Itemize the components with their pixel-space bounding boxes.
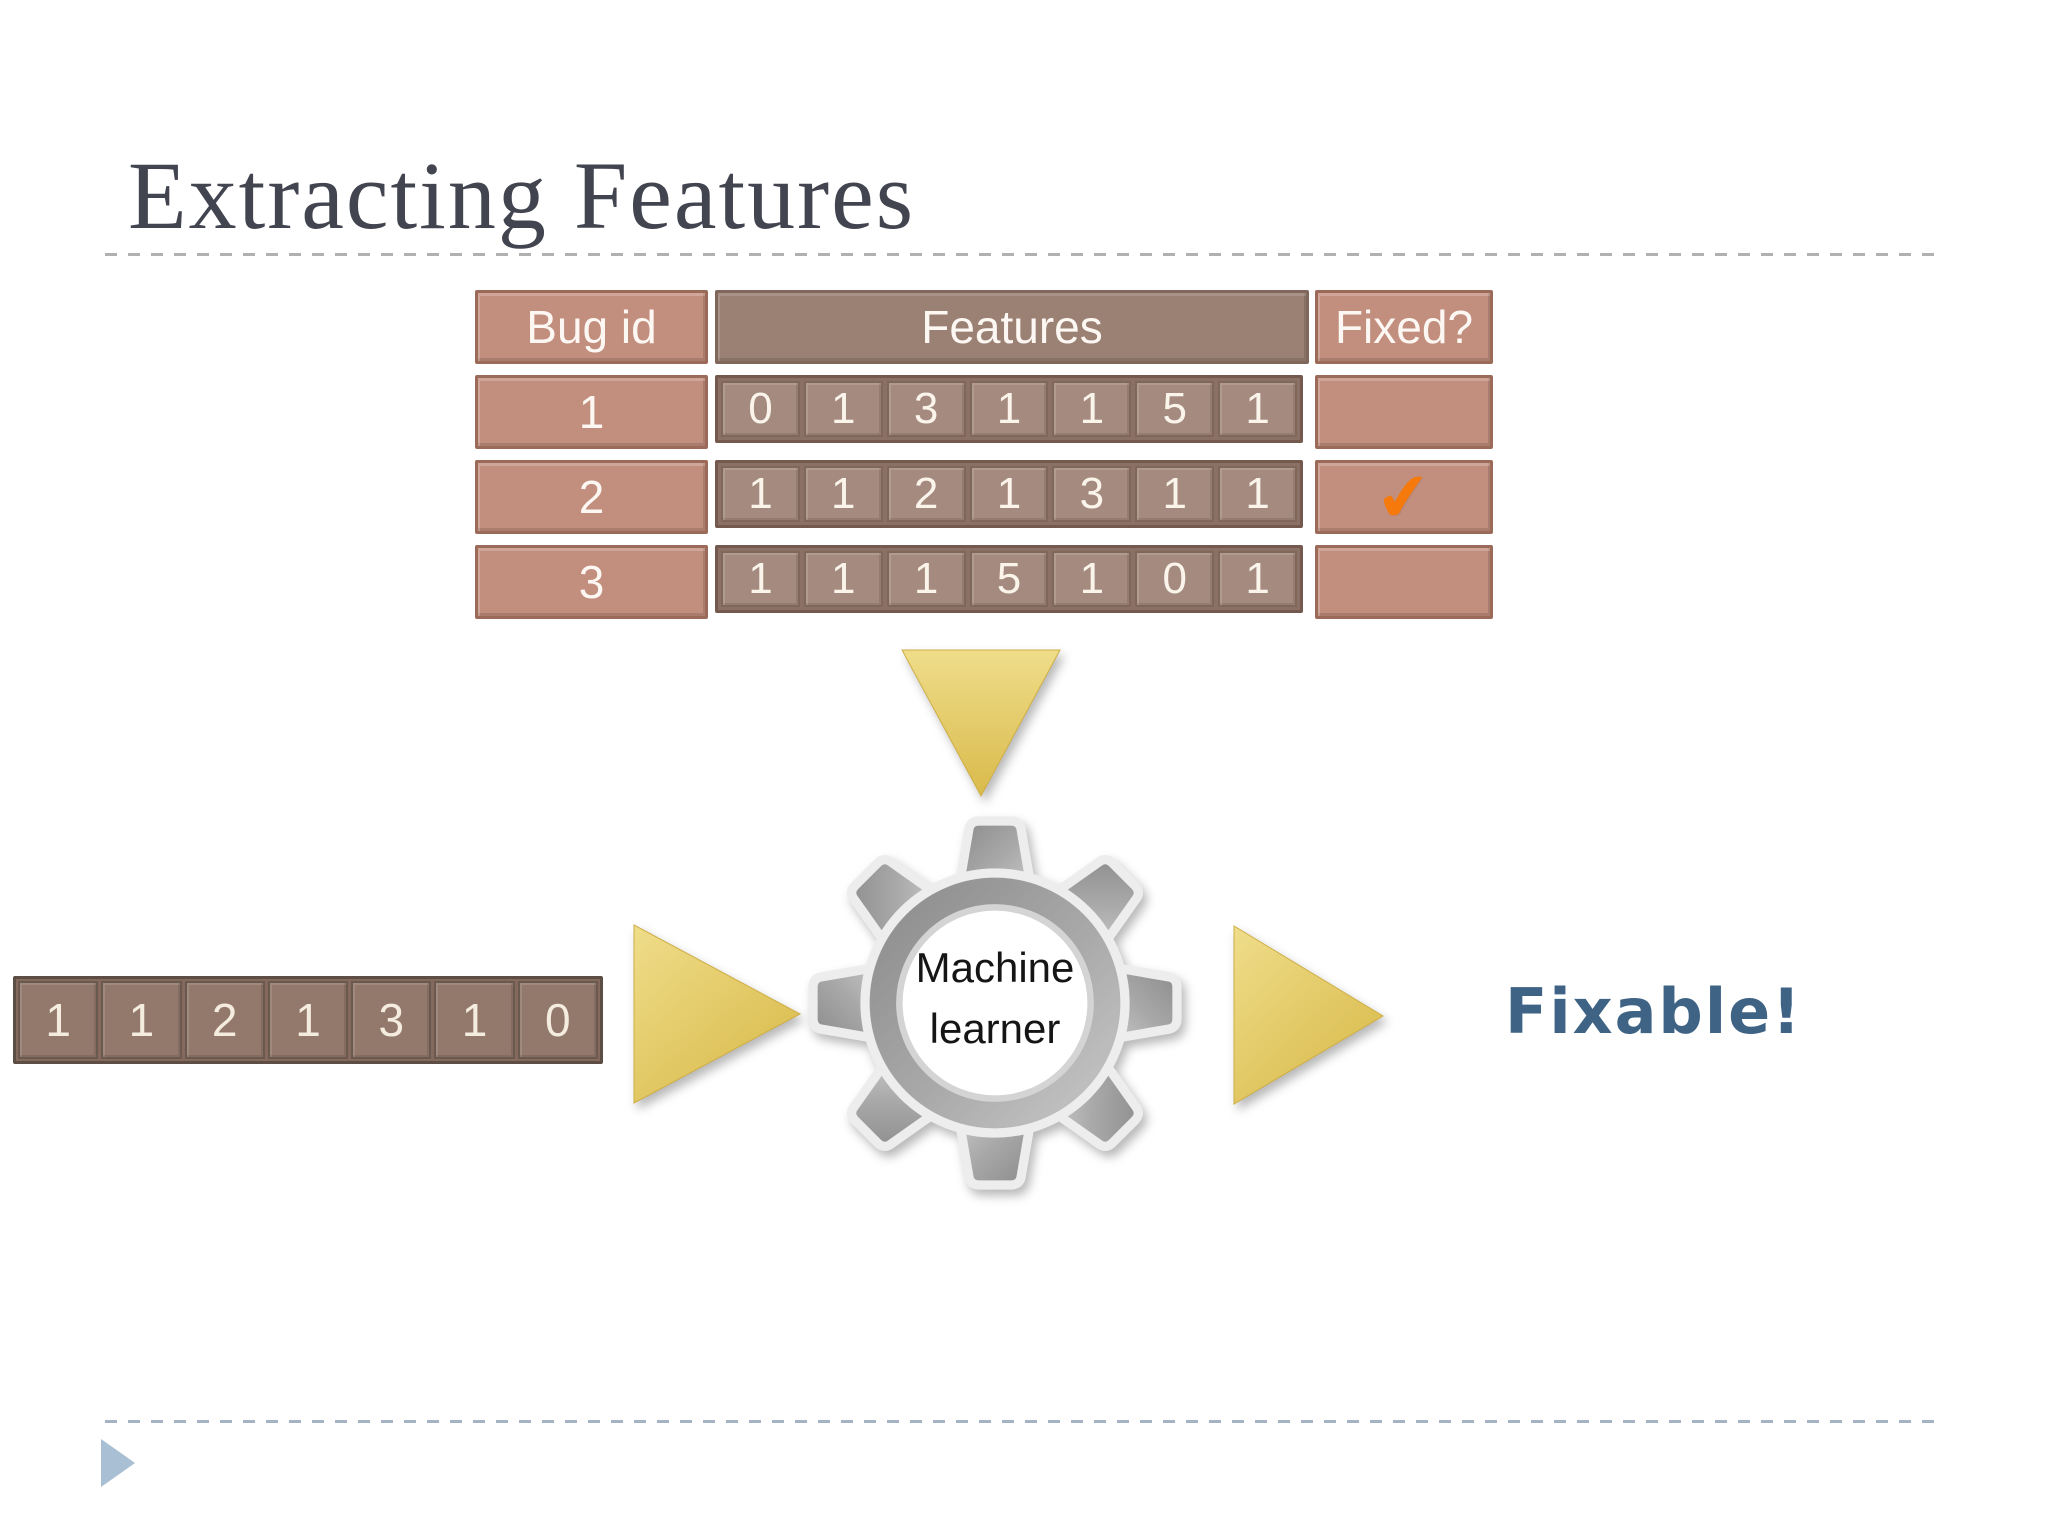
check-icon: ✔ [1372, 457, 1436, 537]
footer-bullet-icon [101, 1439, 135, 1487]
strip-cell: 1 [18, 981, 99, 1059]
bug-id-value: 2 [578, 471, 605, 523]
feature-cell: 1 [803, 551, 883, 607]
feature-cell: 1 [969, 381, 1049, 437]
fixed-cell [1315, 545, 1493, 619]
page-title: Extracting Features [128, 142, 916, 249]
bug-id-cell: 2 [475, 460, 708, 534]
title-separator [105, 253, 1945, 256]
feature-cell: 1 [1052, 551, 1132, 607]
table-header-features: Features [715, 290, 1309, 364]
feature-cell: 1 [803, 466, 883, 522]
down-arrow-icon [901, 649, 1061, 798]
feature-cell: 1 [803, 381, 883, 437]
gear-label-line2: learner [929, 1004, 1061, 1052]
strip-cell: 2 [184, 981, 265, 1059]
gear-label-line1: Machine [915, 944, 1075, 991]
bug-id-value: 1 [578, 386, 605, 438]
feature-row: 1 1 1 5 1 0 1 [715, 545, 1303, 613]
footer-separator [105, 1420, 1945, 1423]
strip-cell: 1 [267, 981, 349, 1059]
strip-cell: 1 [434, 981, 515, 1059]
gear-icon [800, 816, 1190, 1198]
header-label: Bug id [526, 301, 657, 353]
feature-row: 0 1 3 1 1 5 1 [715, 375, 1303, 443]
feature-cell: 3 [1052, 466, 1132, 522]
fixed-cell [1315, 375, 1493, 449]
table-header-fixed: Fixed? [1315, 290, 1493, 364]
feature-cell: 0 [1135, 551, 1215, 607]
fixed-cell: ✔ [1315, 457, 1493, 537]
feature-row: 1 1 2 1 3 1 1 [715, 460, 1303, 528]
fixable-label: Fixable! [1505, 975, 1803, 1048]
header-label: Fixed? [1334, 301, 1474, 353]
bug-id-value: 3 [578, 556, 605, 608]
feature-cell: 1 [886, 551, 966, 607]
feature-cell: 1 [721, 466, 800, 522]
feature-cell: 1 [1218, 381, 1298, 437]
bug-id-cell: 1 [475, 375, 708, 449]
feature-cell: 5 [1135, 381, 1215, 437]
strip-cell: 3 [351, 981, 432, 1059]
output-arrow-icon [1233, 925, 1384, 1105]
strip-cell: 0 [517, 981, 598, 1059]
strip-cell: 1 [101, 981, 182, 1059]
feature-cell: 1 [1218, 551, 1298, 607]
table-header-bug-id: Bug id [475, 290, 708, 364]
bug-id-cell: 3 [475, 545, 708, 619]
input-strip: 1 1 2 1 3 1 0 [13, 976, 603, 1064]
feature-cell: 1 [1218, 466, 1298, 522]
machine-learner-label: Machine learner [875, 938, 1115, 1060]
feature-cell: 1 [1052, 381, 1132, 437]
feature-cell: 1 [721, 551, 800, 607]
input-arrow-icon [633, 924, 802, 1104]
feature-cell: 1 [969, 466, 1049, 522]
header-label: Features [921, 301, 1103, 353]
feature-cell: 3 [886, 381, 966, 437]
feature-cell: 2 [886, 466, 966, 522]
feature-cell: 0 [721, 381, 800, 437]
feature-cell: 5 [969, 551, 1049, 607]
feature-cell: 1 [1135, 466, 1215, 522]
